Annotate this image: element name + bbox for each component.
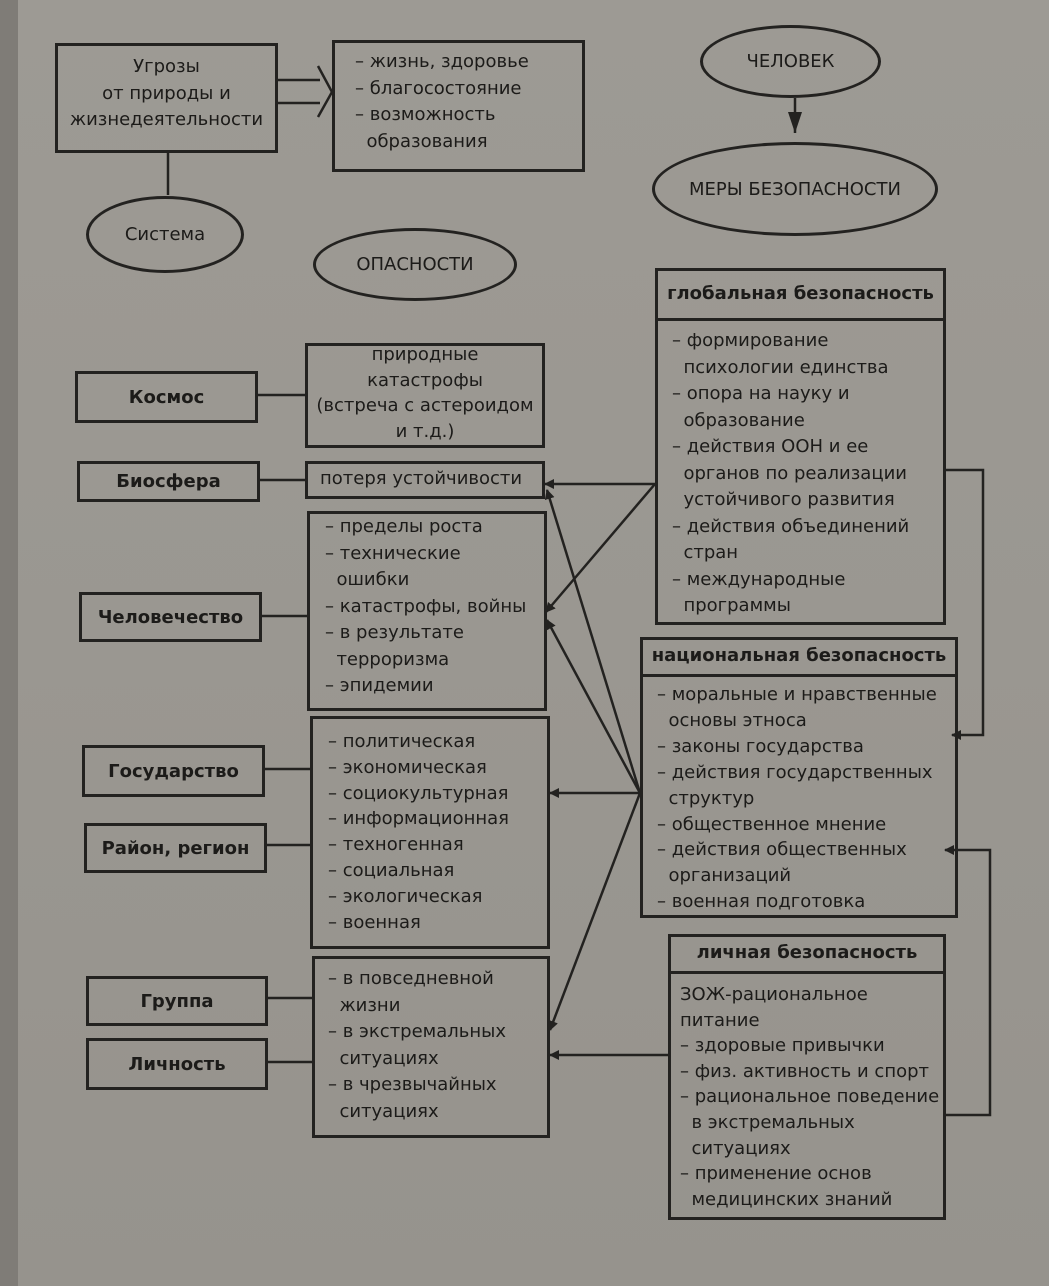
security-item: медицинских знаний — [680, 1188, 893, 1210]
level-person: Личность — [86, 1038, 268, 1090]
danger-item: – эпидемии — [325, 675, 434, 696]
national-security-box — [640, 637, 958, 918]
security-item: – применение основ — [680, 1163, 872, 1185]
national-security-title: национальная безопасность — [640, 637, 958, 677]
security-item: – законы государства — [657, 735, 864, 757]
danger-item: – в чрезвычайных — [328, 1074, 497, 1095]
danger-item: – экологическая — [328, 885, 483, 907]
human-ellipse: ЧЕЛОВЕК — [700, 25, 881, 98]
measures-ellipse: МЕРЫ БЕЗОПАСНОСТИ — [652, 142, 938, 236]
system-ellipse: Система — [86, 196, 244, 273]
danger-item: – катастрофы, войны — [325, 595, 527, 617]
national-security-list: – моральные и нравственные основы этноса… — [657, 682, 957, 915]
values-list: – жизнь, здоровье – благосостояние – воз… — [355, 49, 580, 155]
security-item: программы — [672, 595, 791, 616]
security-item: ЗОЖ-рациональное — [680, 984, 868, 1005]
security-item: – международные — [672, 568, 846, 590]
level-state: Государство — [82, 745, 265, 797]
danger-cosmos-box — [305, 343, 545, 448]
danger-item: ошибки — [325, 569, 410, 590]
security-item: психологии единства — [672, 356, 889, 378]
threats-box — [55, 43, 278, 153]
danger-personal-list: – в повседневной жизни – в экстремальных… — [328, 966, 550, 1125]
danger-item: – в повседневной — [328, 968, 494, 989]
values-item: образования — [355, 130, 488, 152]
values-item: – возможность — [355, 104, 496, 125]
danger-item: – пределы роста — [325, 516, 483, 537]
danger-item: – технические — [325, 542, 461, 564]
path-personal-to-national — [944, 845, 992, 1117]
security-item: – действия ООН и ее — [672, 436, 869, 457]
arrow-national-biosphere — [544, 489, 642, 794]
security-item: – военная подготовка — [657, 891, 866, 913]
arrow-global-humanity — [545, 483, 656, 613]
danger-item: ситуациях — [328, 1100, 439, 1122]
security-item: образование — [672, 409, 805, 431]
security-item: в экстремальных — [680, 1111, 855, 1133]
danger-humanity-box — [307, 511, 547, 711]
danger-item: – экономическая — [328, 756, 487, 778]
security-item: организаций — [657, 865, 792, 887]
threats-label: Угрозы от природы и жизнедеятельности — [69, 56, 264, 130]
security-item: – формирование — [672, 330, 829, 351]
danger-item: – в результате — [325, 622, 464, 643]
arrow-national-humanity — [545, 619, 642, 794]
values-item: – благосостояние — [355, 77, 522, 99]
danger-state-list: – политическая – экономическая – социоку… — [328, 729, 550, 935]
danger-item: – информационная — [328, 808, 509, 830]
security-item: – моральные и нравственные — [657, 684, 937, 705]
danger-item: – социальная — [328, 859, 455, 881]
danger-item: ситуациях — [328, 1047, 439, 1069]
level-humanity: Человечество — [79, 592, 262, 642]
security-item: стран — [672, 542, 739, 563]
security-item: – общественное мнение — [657, 813, 887, 835]
global-security-list: – формирование психологии единства – опо… — [672, 328, 946, 620]
level-cosmos: Космос — [75, 371, 258, 423]
danger-state-box — [310, 716, 550, 949]
danger-item: терроризма — [325, 648, 450, 670]
security-item: ситуациях — [680, 1137, 791, 1159]
security-item: – опора на науку и — [672, 383, 850, 404]
arrow-national-personal — [548, 792, 642, 1031]
danger-item: – социокультурная — [328, 782, 509, 804]
personal-security-title: личная безопасность — [668, 934, 946, 974]
security-item: органов по реализации — [672, 462, 907, 484]
values-box — [332, 40, 585, 172]
path-global-to-national — [946, 468, 985, 740]
danger-item: – политическая — [328, 731, 476, 752]
dangers-ellipse: ОПАСНОСТИ — [313, 228, 517, 301]
security-item: – действия объединений — [672, 515, 910, 537]
security-item: – действия общественных — [657, 839, 907, 861]
danger-biosphere-text: потеря устойчивости — [320, 468, 523, 489]
global-security-title: глобальная безопасность — [655, 268, 946, 321]
level-group: Группа — [86, 976, 268, 1026]
danger-item: – военная — [328, 911, 421, 933]
security-item: основы этноса — [657, 709, 807, 731]
security-item: – здоровые привычки — [680, 1035, 885, 1057]
personal-security-box — [668, 934, 946, 1220]
danger-item: – в экстремальных — [328, 1021, 507, 1042]
security-item: – физ. активность и спорт — [680, 1060, 930, 1082]
danger-biosphere-box — [305, 461, 545, 499]
danger-personal-box — [312, 956, 550, 1138]
global-security-box — [655, 268, 946, 625]
danger-item: жизни — [328, 994, 401, 1016]
danger-cosmos-text: природные катастрофы (встреча с астероид… — [316, 344, 534, 442]
values-item: – жизнь, здоровье — [355, 51, 529, 72]
level-region: Район, регион — [84, 823, 267, 873]
security-item: питание — [680, 1009, 760, 1031]
threat-arrow-head — [316, 65, 334, 118]
security-item: структур — [657, 787, 755, 809]
danger-item: – техногенная — [328, 834, 464, 856]
danger-humanity-list: – пределы роста – технические ошибки – к… — [325, 514, 547, 700]
security-item: устойчивого развития — [672, 489, 895, 510]
security-item: – действия государственных — [657, 761, 933, 783]
personal-security-list: ЗОЖ-рациональное питание – здоровые прив… — [680, 982, 946, 1212]
security-item: – рациональное поведение — [680, 1086, 940, 1108]
level-biosphere: Биосфера — [77, 461, 260, 502]
